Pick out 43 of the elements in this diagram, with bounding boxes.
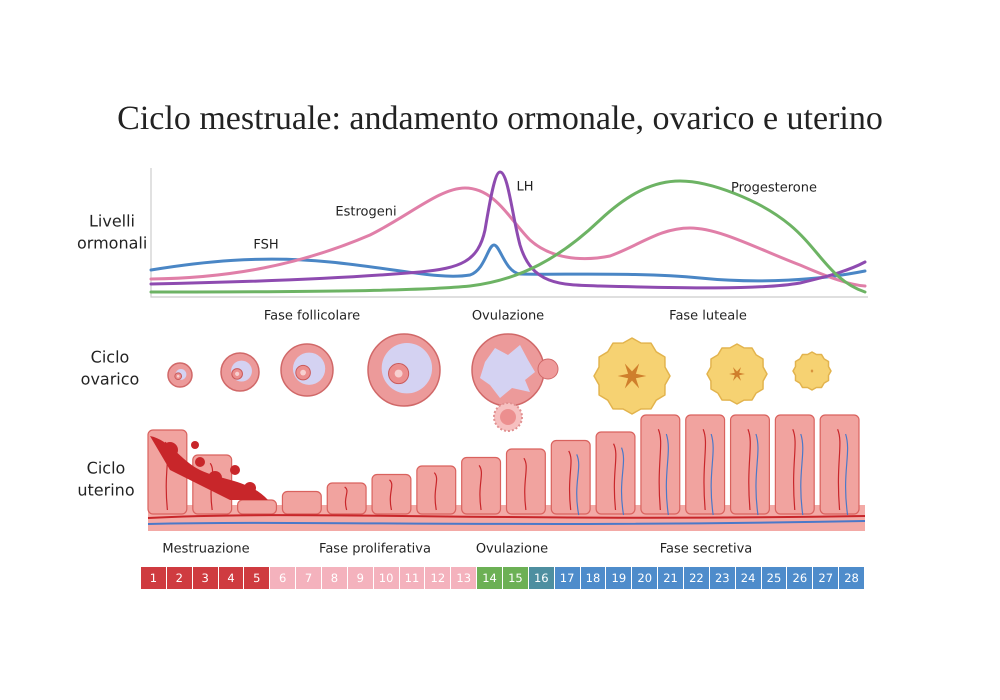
day-number: 28 — [839, 567, 865, 589]
day-number: 7 — [296, 567, 322, 589]
day-number: 17 — [554, 567, 581, 589]
day-number: 21 — [658, 567, 684, 589]
row-label: Livelli ormonali — [77, 210, 147, 254]
diagram-title: Ciclo mestruale: andamento ormonale, ovarico e uterino — [116, 100, 884, 138]
day-number: 22 — [684, 567, 710, 589]
curve-label: FSH — [253, 238, 279, 252]
day-number: 10 — [374, 567, 400, 589]
day-number: 25 — [762, 567, 788, 589]
day-number: 19 — [606, 567, 632, 589]
phase-label: Fase proliferativa — [319, 542, 431, 556]
phase-label: Ovulazione — [476, 542, 548, 556]
day-number: 18 — [580, 567, 606, 589]
day-number: 15 — [503, 567, 529, 589]
curve-label: LH — [516, 180, 534, 194]
day-number: 11 — [400, 567, 426, 589]
day-number: 12 — [425, 567, 452, 589]
day-number: 23 — [710, 567, 736, 589]
day-number: 8 — [322, 567, 348, 589]
day-number: 1 — [141, 567, 167, 589]
day-number: 2 — [166, 567, 193, 589]
day-number: 5 — [244, 567, 270, 589]
day-number: 4 — [218, 567, 244, 589]
day-number: 24 — [736, 567, 762, 589]
day-number: 14 — [477, 567, 503, 589]
row-label: Ciclo ovarico — [80, 346, 140, 390]
day-number: 26 — [787, 567, 814, 589]
day-number: 16 — [528, 567, 555, 589]
day-number: 27 — [813, 567, 840, 589]
curve-label: Progesterone — [731, 180, 817, 196]
day-number: 3 — [192, 567, 219, 589]
phase-label: Fase secretiva — [660, 542, 752, 556]
phase-label: Fase follicolare — [264, 308, 360, 324]
row-label: Ciclo uterino — [76, 457, 136, 501]
phase-label: Fase luteale — [669, 308, 747, 324]
curve-label: Estrogeni — [335, 204, 397, 220]
phase-label: Mestruazione — [162, 542, 250, 556]
day-number: 20 — [632, 567, 658, 589]
day-number: 13 — [451, 567, 478, 589]
phase-label: Ovulazione — [472, 308, 544, 324]
day-number: 6 — [270, 567, 296, 589]
day-number: 9 — [348, 567, 374, 589]
